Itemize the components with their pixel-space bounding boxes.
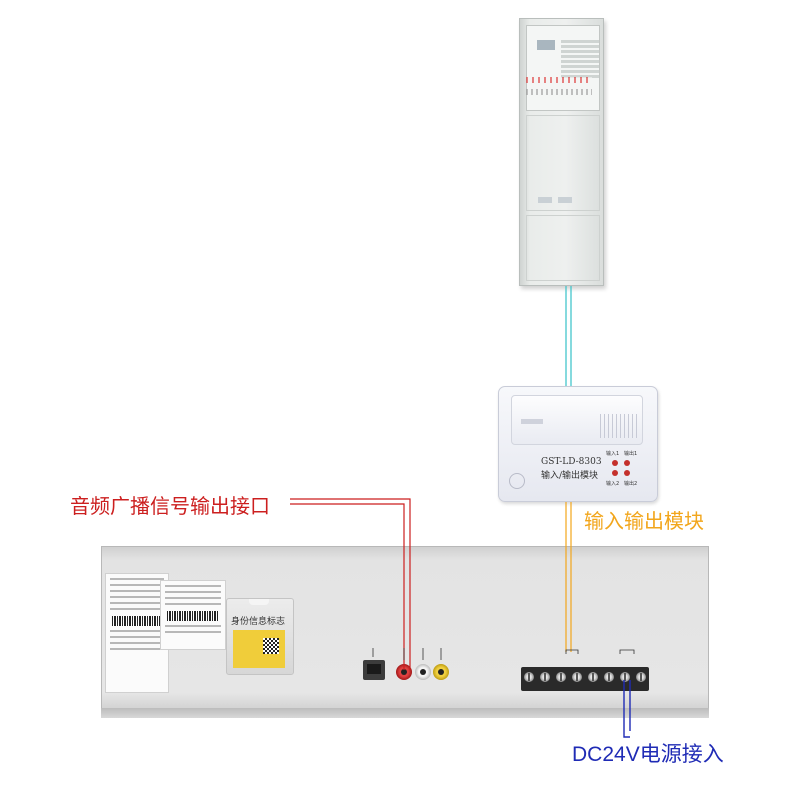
terminal-bracket [620, 650, 634, 654]
audio-line [290, 499, 410, 670]
io-module-annotation: 输入输出模块 [584, 505, 704, 534]
terminal-bracket [566, 650, 578, 654]
audio-line [290, 504, 404, 670]
audio-output-annotation: 音频广播信号输出接口 [70, 490, 270, 519]
power-input-annotation: DC24V电源接入 [572, 738, 724, 768]
power-line [624, 680, 630, 737]
